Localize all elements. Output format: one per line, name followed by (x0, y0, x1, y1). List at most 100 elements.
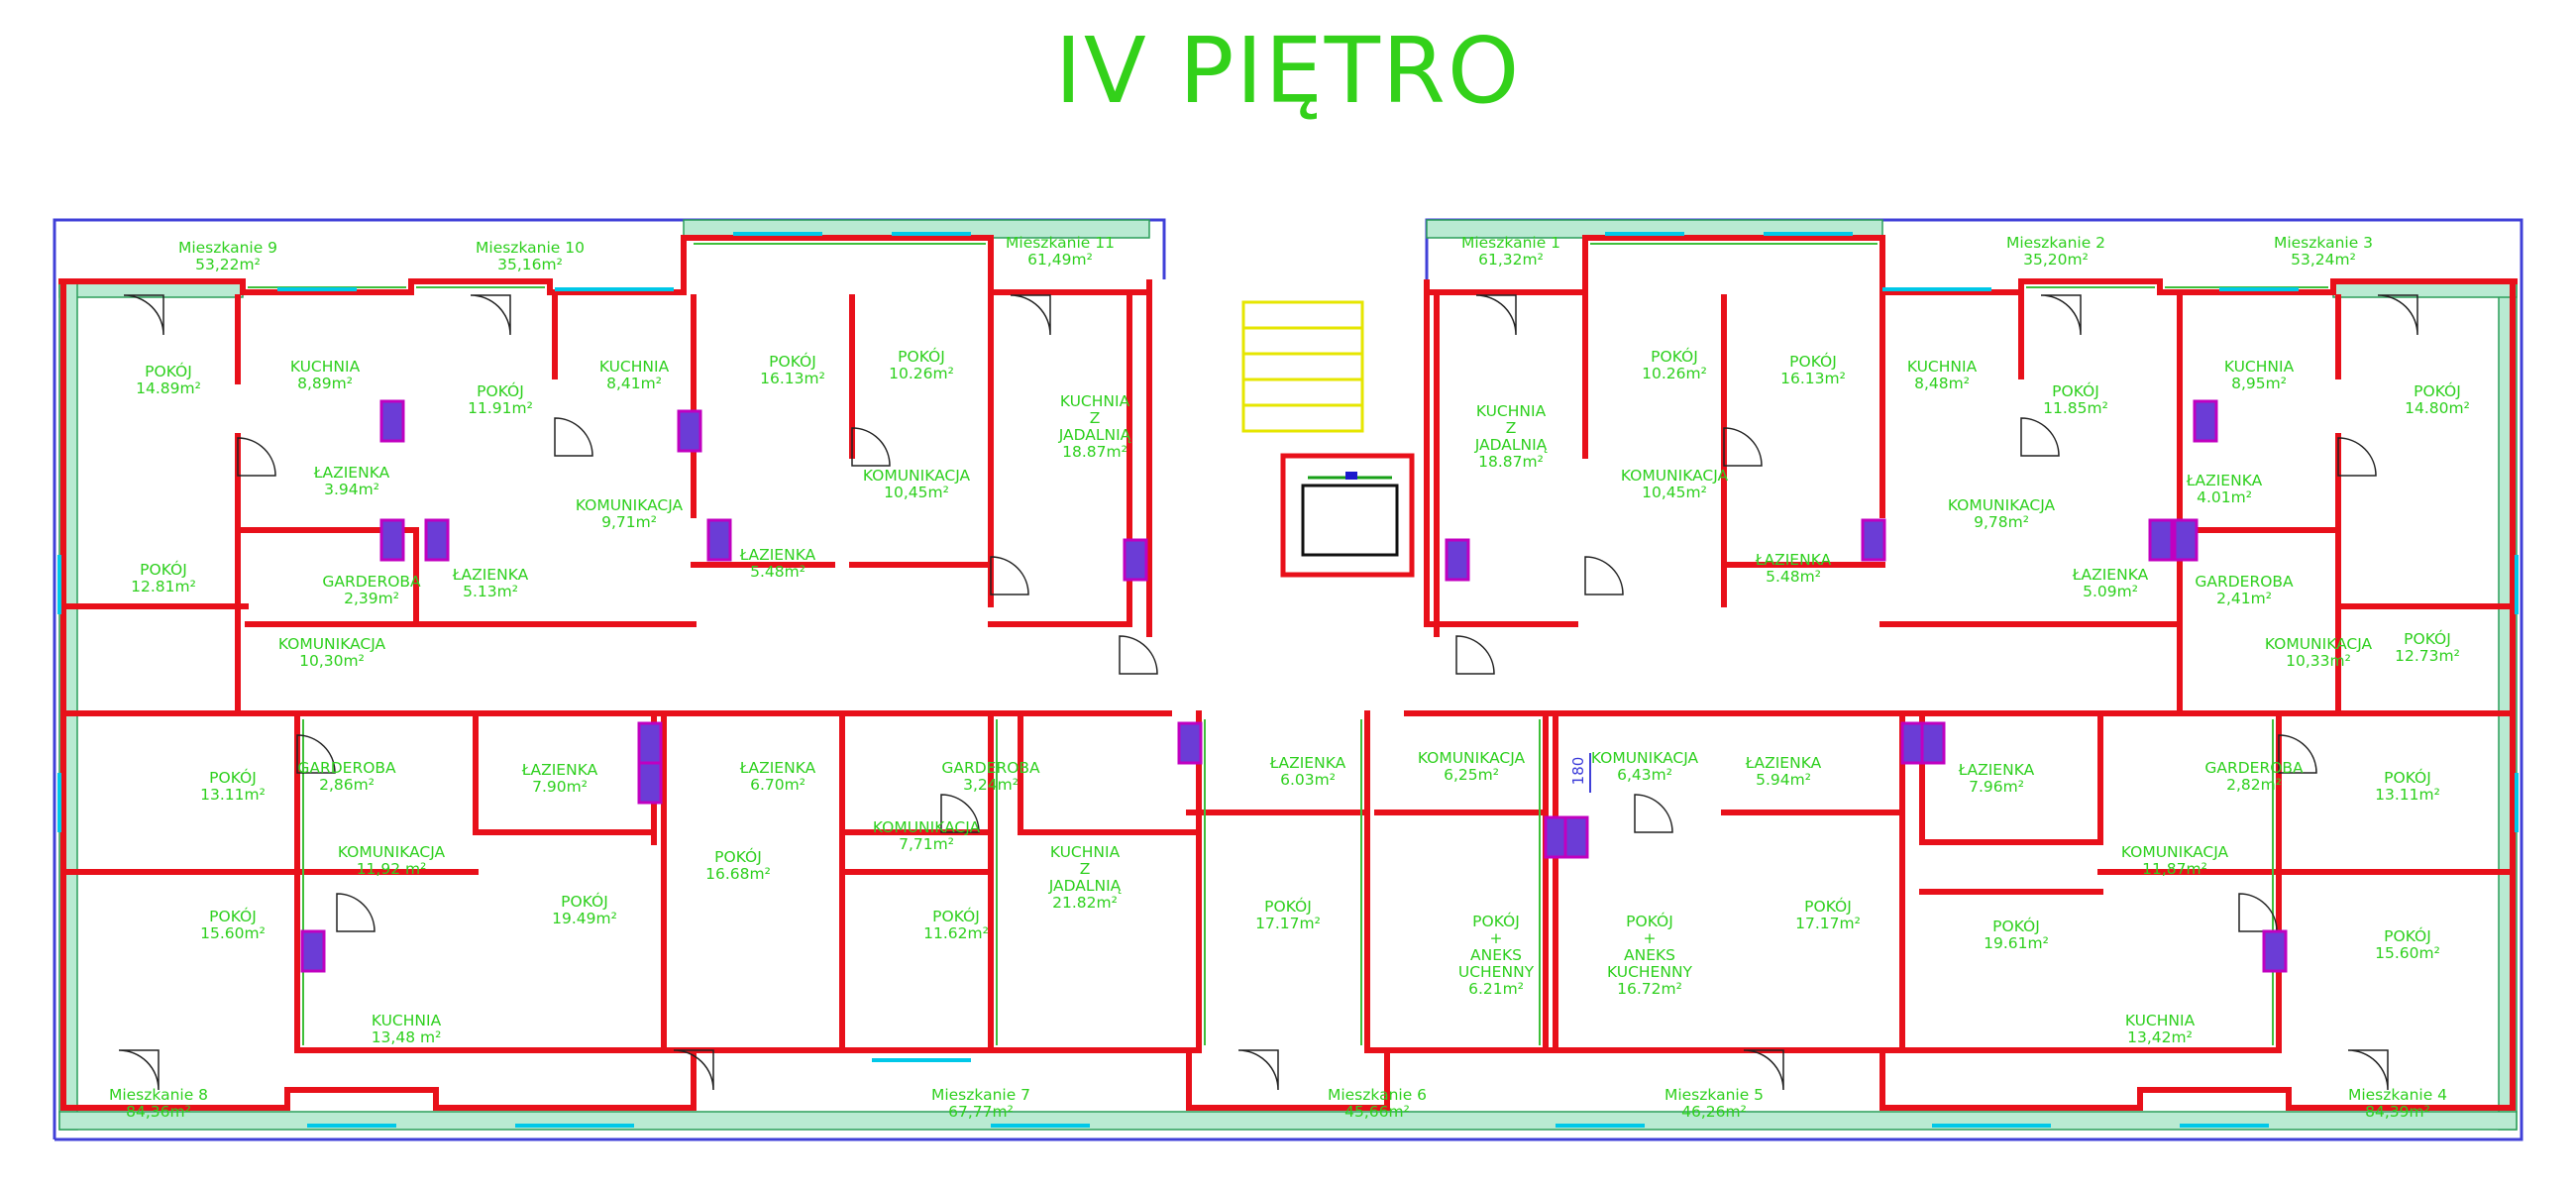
shaft-13 (300, 929, 326, 973)
room-label-line: KOMUNIKACJA (576, 496, 684, 514)
room-label-line: 6.70m² (750, 776, 805, 794)
room-label-line: 2,41m² (2216, 590, 2272, 607)
room-label-line: POKÓJ (1804, 897, 1852, 916)
room-label-line: 10,33m² (2286, 652, 2351, 670)
room-label-line: KOMUNIKACJA (873, 818, 981, 836)
room-label-line: POKÓJ (2404, 629, 2451, 648)
shaft-4 (706, 518, 732, 562)
room-label-line: ŁAZIENKA (2186, 472, 2263, 489)
room-label-line: KUCHNIA (372, 1012, 442, 1029)
insulation-band-4 (58, 1111, 2518, 1131)
room-label-line: POKÓJ (145, 362, 192, 380)
apartment-area: 61,32m² (1478, 251, 1544, 269)
room-label-line: KOMUNIKACJA (278, 635, 386, 653)
door-swing-7 (2337, 437, 2377, 477)
room-label-line: 13,48 m² (372, 1028, 442, 1046)
room-label-line: KOMUNIKACJA (2121, 843, 2229, 861)
apartment-area: 53,22m² (195, 256, 261, 273)
room-label-line: 17.17m² (1255, 915, 1321, 932)
walls (58, 235, 2518, 1111)
room-label-line: 14.89m² (136, 379, 201, 397)
doors (118, 294, 2418, 1091)
room-label-line: POKÓJ (2414, 381, 2461, 400)
door-swing-15 (1455, 635, 1495, 675)
room-label-line: 19.61m² (1984, 934, 2049, 952)
door-swing-11 (1723, 427, 1763, 467)
room-label-line: ŁAZIENKA (313, 464, 390, 482)
apartment-area: 35,20m² (2023, 251, 2089, 269)
shaft-10 (2193, 399, 2218, 443)
room-label-line: KOMUNIKACJA (1418, 749, 1526, 767)
page-title: IV PIĘTRO (1054, 18, 1522, 124)
room-label-line: POKÓJ (477, 381, 524, 400)
door-swing-17 (2278, 734, 2317, 774)
room-label-line: KUCHENNY (1607, 963, 1693, 981)
room-label-line: 8,89m² (297, 375, 353, 392)
door-swing-0 (123, 294, 164, 336)
room-label-line: 5.48m² (1766, 568, 1821, 586)
room-label-line: ANEKS (1470, 946, 1522, 964)
room-label-line: 2,39m² (344, 590, 399, 607)
shaft-16 (1563, 815, 1589, 859)
room-label-line: POKÓJ (1264, 897, 1312, 916)
room-label-line: 11,92 m² (357, 860, 427, 878)
room-label-line: POKÓJ (898, 347, 945, 366)
apartment-name: Mieszkanie 10 (476, 239, 585, 257)
room-label-line: KOMUNIKACJA (1591, 749, 1699, 767)
room-label-line: 11.62m² (923, 924, 989, 942)
room-label-line: POKÓJ (1651, 347, 1698, 366)
dimension-label: 180 (1569, 757, 1587, 786)
facade-insulation (58, 219, 2518, 1131)
apartment-name: Mieszkanie 8 (109, 1086, 208, 1104)
apartment-name: Mieszkanie 6 (1328, 1086, 1427, 1104)
shaft-2 (424, 518, 450, 562)
door-swing-6 (237, 437, 276, 477)
room-label-line: GARDEROBA (941, 759, 1040, 777)
door-swing-14 (1119, 635, 1158, 675)
apartment-name: Mieszkanie 7 (931, 1086, 1030, 1104)
room-label-line: 6.21m² (1468, 980, 1524, 998)
apartment-name: Mieszkanie 1 (1461, 234, 1560, 252)
room-label-line: 5.94m² (1756, 771, 1811, 789)
room-label-line: + (1490, 929, 1503, 947)
room-label-line: 7,71m² (899, 835, 954, 853)
room-label-line: 10,45m² (884, 484, 949, 501)
door-swing-4 (2040, 294, 2082, 336)
room-label-line: JADALNIĄ (1058, 426, 1131, 444)
room-label-line: 8,48m² (1914, 375, 1970, 392)
stair-outline (1241, 300, 1364, 433)
elevator-cabin (1301, 484, 1399, 557)
room-label-line: ŁAZIENKA (521, 761, 598, 779)
room-label-line: GARDEROBA (2204, 759, 2304, 777)
apartment-name: Mieszkanie 11 (1006, 234, 1115, 252)
room-label-line: POKÓJ (769, 352, 816, 371)
room-label-line: UCHENNY (1458, 963, 1535, 981)
room-label-line: ŁAZIENKA (2072, 566, 2149, 584)
room-label-line: 8,95m² (2231, 375, 2287, 392)
room-label-line: JADALNIĄ (1048, 877, 1122, 895)
